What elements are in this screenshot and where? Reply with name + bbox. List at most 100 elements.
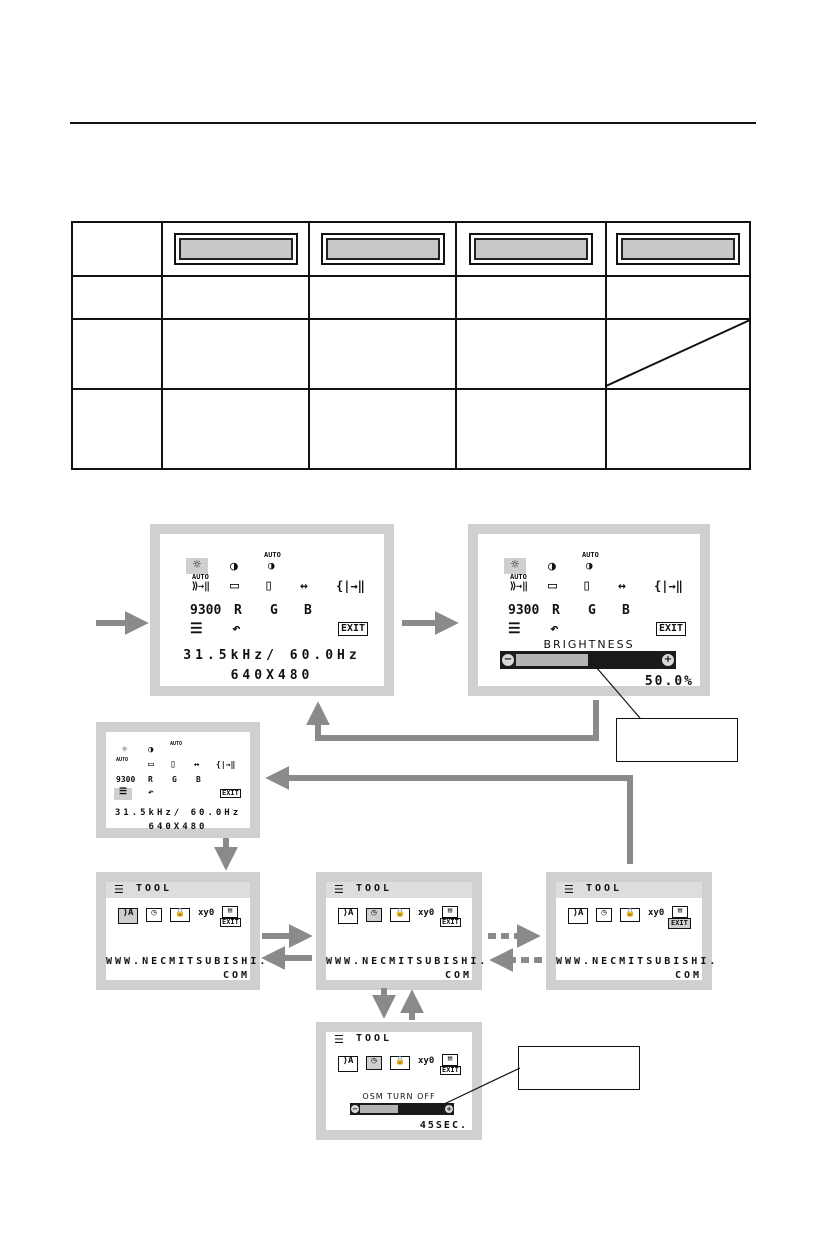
exit-icon: EXIT <box>440 1066 461 1075</box>
auto-adjust-label: AUTO <box>170 741 183 747</box>
table-cell <box>161 388 310 470</box>
osm-turn-off-slider[interactable]: − + <box>350 1103 454 1115</box>
auto-adjust-icon: ⟫→‖ <box>192 581 211 592</box>
resolution-notifier-icon: xy0 <box>418 908 435 918</box>
arrow-exit-to-main <box>265 766 633 864</box>
turn-off-callout-box <box>518 1046 640 1090</box>
osm-turn-off-icon: ◷ <box>596 908 612 922</box>
tool-header: ☰ TOOL <box>326 882 472 898</box>
plus-icon: + <box>662 654 674 666</box>
fine-icon: {|→‖ <box>654 579 683 593</box>
reset-icon: ↶ <box>232 621 241 637</box>
frequency-readout: 31.5kHz/ 60.0Hz <box>114 808 242 818</box>
tool-header: ☰ TOOL <box>556 882 702 898</box>
osm-lock-icon: 🔒 <box>620 908 640 922</box>
tool-title: TOOL <box>356 883 393 894</box>
frequency-readout: 31.5kHz/ 60.0Hz <box>183 648 361 663</box>
header-key-box <box>469 233 593 265</box>
brightness-label: BRIGHTNESS <box>543 638 635 651</box>
auto-contrast-icon: ◑ <box>268 559 275 572</box>
osd-brightness: ☼ ◑ AUTO ◑ AUTO ⟫→‖ ▭ ▯ ↔ {|→‖ 9300 R G … <box>468 524 710 696</box>
osd-main-menu: ☼ ◑ AUTO ◑ AUTO ⟫→‖ ▭ ▯ ↔ {|→‖ 9300 R G … <box>150 524 394 696</box>
top-rule <box>70 122 756 124</box>
osm-turn-off-icon: ◷ <box>366 908 382 922</box>
table-cell <box>308 275 457 320</box>
factory-preset-icon: ▤ <box>672 906 688 918</box>
color-temp-9300: 9300 <box>116 775 136 784</box>
brightness-slider-fill <box>516 654 588 666</box>
minus-icon: − <box>351 1105 359 1113</box>
osm-turn-off-label: OSM TURN OFF <box>362 1092 436 1101</box>
left-right-icon: ▭ <box>548 576 558 594</box>
url-line1: WWW.NECMITSUBISHI. <box>106 956 269 967</box>
exit-icon: EXIT <box>220 789 241 798</box>
osm-turn-off-icon: ◷ <box>146 908 162 922</box>
fine-icon: {|→‖ <box>336 579 365 593</box>
tool-icon: ☰ <box>114 883 124 896</box>
tool-icon: ☰ <box>114 788 132 800</box>
resolution-notifier-icon: xy0 <box>418 1056 435 1066</box>
fine-icon: {|→‖ <box>216 760 236 769</box>
brightness-icon: ☼ <box>186 558 208 574</box>
callout-leader-turnoff <box>439 1067 521 1107</box>
osd-osm-turn-off: ☰ TOOL ⟩A ◷ 🔒 xy0 ▤ EXIT OSM TURN OFF − … <box>316 1022 482 1140</box>
tool-header: ☰ TOOL <box>106 882 250 898</box>
table-cell <box>161 275 310 320</box>
table-cell <box>308 318 457 390</box>
tool-icon: ☰ <box>334 1033 344 1046</box>
color-green: G <box>588 603 596 618</box>
expansion-icon: ⟩A <box>118 908 138 924</box>
table-cell <box>71 388 163 470</box>
osd-tool-panel-2: ☰ TOOL ⟩A ◷ 🔒 xy0 ▤ EXIT WWW.NECMITSUBIS… <box>316 872 485 990</box>
reset-icon: ↶ <box>148 788 154 798</box>
table-cell <box>71 318 163 390</box>
header-key-box <box>616 233 740 265</box>
tool-icon: ☰ <box>564 883 574 896</box>
table-cell <box>308 388 457 470</box>
callout-leader-brightness <box>589 659 641 719</box>
arrow-back-to-main <box>306 700 599 741</box>
tool-title: TOOL <box>356 1033 393 1044</box>
left-right-icon: ▭ <box>230 576 240 594</box>
color-red: R <box>234 603 242 618</box>
auto-contrast-icon: ◑ <box>586 559 593 572</box>
exit-icon: EXIT <box>668 918 691 929</box>
auto-adjust-icon: ⟫→‖ <box>510 581 529 592</box>
exit-icon: EXIT <box>220 918 241 927</box>
factory-preset-icon: ▤ <box>222 906 238 918</box>
expansion-icon: ⟩A <box>338 1056 358 1072</box>
table-cell <box>71 221 163 277</box>
osm-lock-icon: 🔒 <box>170 908 190 922</box>
table-cell <box>71 275 163 320</box>
color-red: R <box>552 603 560 618</box>
osd-tool-panel-1: ☰ TOOL ⟩A ◷ 🔒 xy0 ▤ EXIT WWW.NECMITSUBIS… <box>96 872 265 990</box>
exit-icon: EXIT <box>440 918 461 927</box>
brightness-value: 50.0% <box>644 674 694 689</box>
down-up-icon: ▯ <box>264 576 274 594</box>
settings-table <box>71 221 751 470</box>
table-cell <box>455 388 607 470</box>
table-cell <box>455 275 607 320</box>
exit-icon: EXIT <box>656 622 687 636</box>
table-cell <box>161 318 310 390</box>
url-line2: COM <box>222 970 250 981</box>
auto-adjust-label: AUTO <box>510 573 527 581</box>
osm-turn-off-icon: ◷ <box>366 1056 382 1070</box>
brightness-slider[interactable]: − + <box>500 651 676 669</box>
resolution-readout: 640X480 <box>230 668 314 683</box>
tool-title: TOOL <box>586 883 623 894</box>
not-applicable-slash <box>605 319 751 387</box>
header-key-box <box>320 233 445 265</box>
tool-icon: ☰ <box>190 621 203 637</box>
table-cell <box>308 221 457 277</box>
osd-tool-panel-3: ☰ TOOL ⟩A ◷ 🔒 xy0 ▤ EXIT WWW.NECMITSUBIS… <box>546 872 715 990</box>
contrast-icon: ◑ <box>148 745 154 755</box>
table-cell <box>605 388 751 470</box>
down-up-icon: ▯ <box>170 759 177 770</box>
left-right-icon: ▭ <box>148 759 155 770</box>
color-blue: B <box>196 775 201 784</box>
h-size-icon: ↔ <box>618 579 626 594</box>
minus-icon: − <box>502 654 514 666</box>
plus-icon: + <box>445 1105 453 1113</box>
osm-lock-icon: 🔒 <box>390 908 410 922</box>
